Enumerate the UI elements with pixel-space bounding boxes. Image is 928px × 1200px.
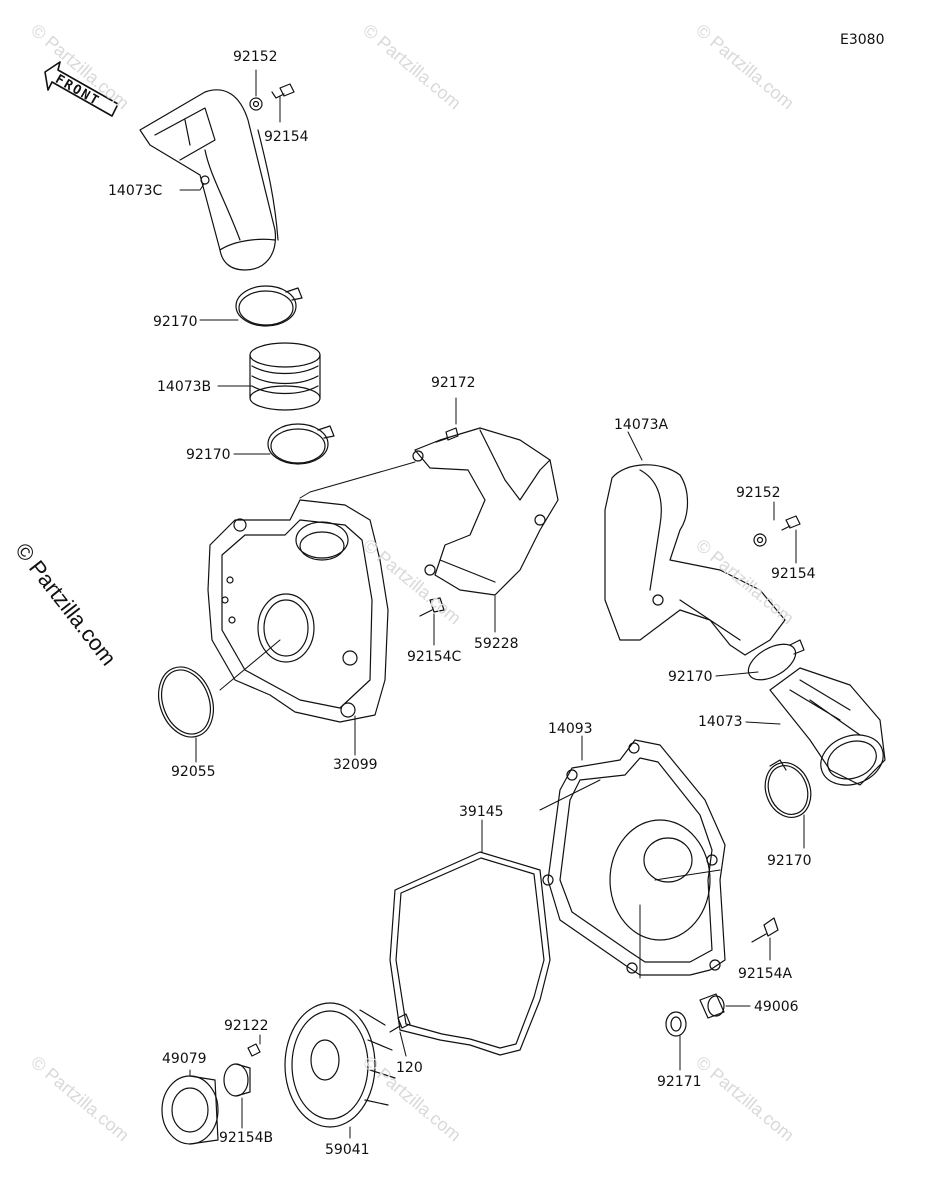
label-92170-d: 92170 — [767, 853, 812, 869]
label-14093: 14093 — [548, 721, 593, 737]
plug-92154b — [223, 1063, 251, 1097]
label-14073a: 14073A — [614, 417, 669, 433]
label-39145: 39145 — [459, 804, 504, 820]
nut-92152-top — [249, 97, 263, 111]
clamp-92170-b — [267, 423, 335, 465]
label-49079: 49079 — [162, 1051, 207, 1067]
clamp-92170-c — [747, 639, 805, 681]
boot-14073b — [249, 342, 321, 411]
label-59228: 59228 — [474, 636, 519, 652]
label-49006: 49006 — [754, 999, 799, 1015]
bolt-120 — [389, 1013, 411, 1033]
label-92122: 92122 — [224, 1018, 269, 1034]
clamp-92170-a — [235, 285, 303, 327]
label-92170-b: 92170 — [186, 447, 231, 463]
boot-14073 — [769, 667, 886, 786]
cover-32099 — [207, 499, 389, 723]
pin-92122 — [247, 1043, 261, 1057]
label-92152-right: 92152 — [736, 485, 781, 501]
label-32099: 32099 — [333, 757, 378, 773]
label-92171: 92171 — [657, 1074, 702, 1090]
leader-lines — [179, 69, 805, 1139]
gasket-39145 — [389, 851, 551, 1056]
label-92154b: 92154B — [219, 1130, 274, 1146]
housing-14093 — [542, 739, 726, 976]
label-14073: 14073 — [698, 714, 743, 730]
label-92170-a: 92170 — [153, 314, 198, 330]
duct-14073c — [139, 89, 279, 271]
label-14073c: 14073C — [108, 183, 163, 199]
label-14073b: 14073B — [157, 379, 212, 395]
clamp-92170-d — [764, 759, 812, 818]
bolt-92154c — [419, 597, 445, 617]
label-92154c: 92154C — [407, 649, 462, 665]
label-92055: 92055 — [171, 764, 216, 780]
label-92152-top: 92152 — [233, 49, 278, 65]
clip-92171 — [665, 1011, 687, 1037]
bolt-92154-top — [271, 83, 295, 99]
label-92154a: 92154A — [738, 966, 793, 982]
bolt-92154a — [751, 917, 779, 943]
label-92172: 92172 — [431, 375, 476, 391]
label-92154-right: 92154 — [771, 566, 816, 582]
diagram-code: E3080 — [840, 32, 885, 48]
cap-49006 — [699, 993, 725, 1019]
nut-92152-right — [753, 533, 767, 547]
label-59041: 59041 — [325, 1142, 370, 1158]
bearing-49079 — [161, 1075, 219, 1145]
impeller-59041 — [284, 1002, 396, 1128]
label-92154-top: 92154 — [264, 129, 309, 145]
o-ring-92055 — [158, 666, 214, 738]
front-arrow-icon — [44, 61, 119, 117]
label-120: 120 — [396, 1060, 423, 1076]
guard-59228 — [412, 427, 559, 596]
duct-14073a — [604, 464, 786, 656]
label-92170-c: 92170 — [668, 669, 713, 685]
bolt-92154-right — [781, 515, 801, 531]
